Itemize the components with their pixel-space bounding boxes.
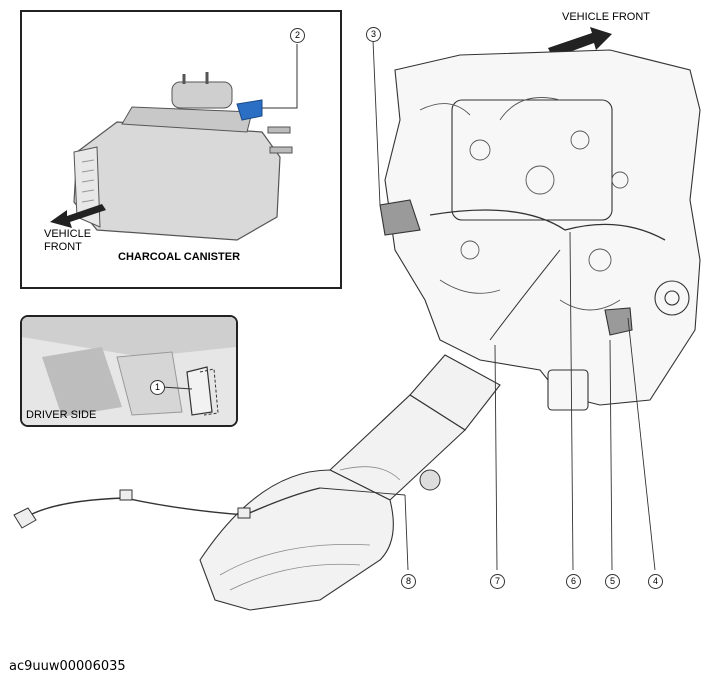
driver-side-inset: 1 DRIVER SIDE	[20, 315, 238, 427]
callout-5: 5	[605, 574, 620, 589]
vehicle-front-label: VEHICLE FRONT	[562, 11, 651, 23]
driver-side-label: DRIVER SIDE	[26, 409, 97, 421]
canister-arrow-label-vehicle: VEHICLE	[44, 228, 92, 240]
callout-7: 7	[490, 574, 505, 589]
engine-exhaust-illustration	[13, 27, 701, 611]
canister-title: CHARCOAL CANISTER	[118, 251, 241, 263]
charcoal-canister-inset: 2 VEHICLE FRONT CHARCOAL CANISTER	[20, 10, 342, 289]
callout-1: 1	[150, 380, 165, 395]
canister-arrow-label-front: FRONT	[44, 241, 82, 253]
callout-4: 4	[648, 574, 663, 589]
callout-2: 2	[290, 28, 305, 43]
callout-8: 8	[401, 574, 416, 589]
canister-illustration	[50, 44, 298, 241]
callout-3: 3	[366, 27, 381, 42]
vehicle-front-arrow	[548, 27, 612, 58]
callout-6: 6	[566, 574, 581, 589]
driver-footwell-illustration	[22, 317, 236, 425]
figure-id: ac9uuw00006035	[9, 659, 126, 674]
